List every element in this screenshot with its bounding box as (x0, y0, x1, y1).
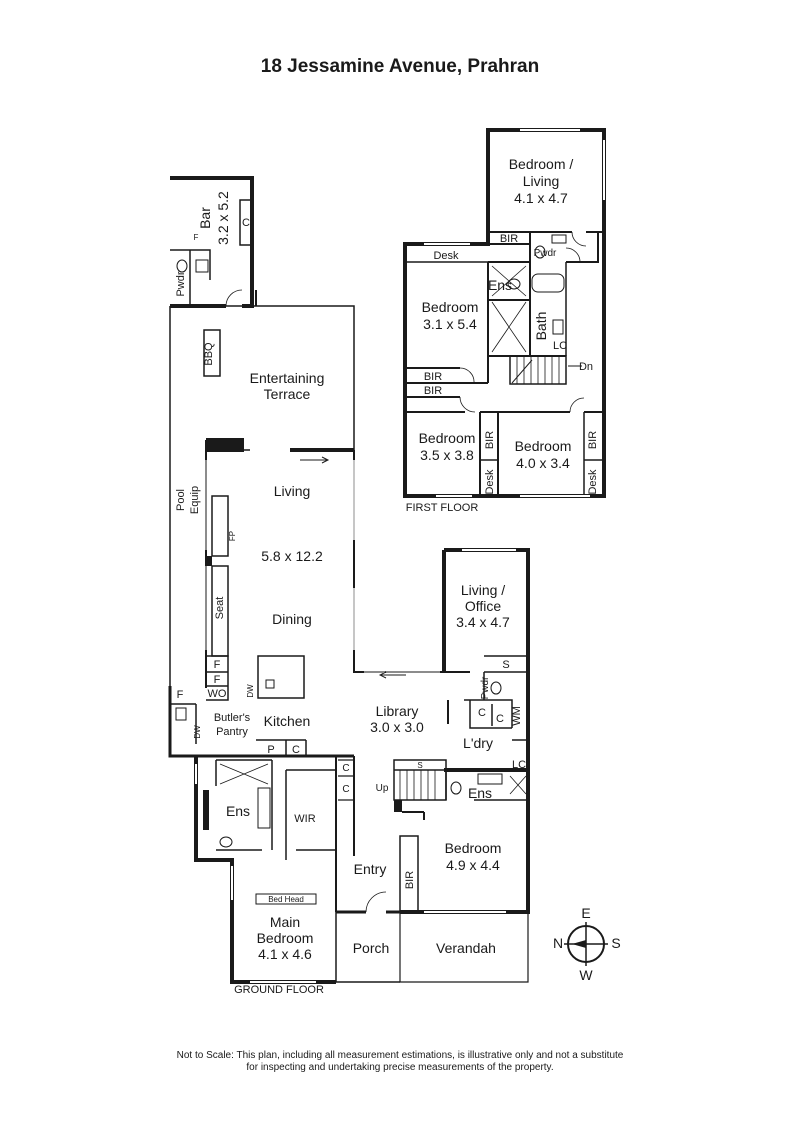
room-bedroom-b-label: Bedroom (419, 430, 476, 446)
entertaining-label: Entertaining (250, 370, 325, 386)
fridge-label-2: F (214, 674, 221, 686)
bar-cupboard-label: C (242, 217, 250, 229)
terrace-label: Terrace (264, 386, 311, 402)
first-floor (403, 128, 606, 498)
living-office-s-label: S (502, 659, 509, 671)
laundry-label: L'dry (463, 735, 493, 751)
ground-floor (168, 176, 582, 984)
bir-label-b: BIR (424, 385, 442, 397)
pantry-c-label: C (292, 744, 300, 756)
disclaimer-line-2: for inspecting and undertaking precise m… (246, 1062, 554, 1073)
bath-label: Bath (533, 312, 549, 341)
bedroom-ground-size: 4.9 x 4.4 (446, 857, 500, 873)
wall-oven-label: WO (208, 688, 227, 700)
room-bedroom-living-size: 4.1 x 4.7 (514, 190, 568, 206)
lc-ground-label: LC (512, 759, 526, 771)
ens-ground-left-label: Ens (226, 803, 250, 819)
seat-label: Seat (214, 597, 226, 620)
living-office-label-2: Office (465, 598, 502, 614)
living-label: Living (274, 483, 311, 499)
living-office-size: 3.4 x 4.7 (456, 614, 510, 630)
compass-south: S (611, 935, 620, 951)
up-label: Up (376, 783, 389, 794)
pwdr-upper-label: Pwdr (534, 248, 557, 259)
lc-upper-label: LC (553, 340, 567, 352)
room-bedroom-c-size: 4.0 x 3.4 (516, 455, 570, 471)
equip-label: Equip (189, 486, 201, 514)
kitchen-label: Kitchen (264, 713, 311, 729)
laundry-c-label-1: C (478, 707, 486, 719)
wir-c-label-1: C (342, 763, 349, 774)
dn-label: Dn (579, 361, 593, 373)
dining-label: Dining (272, 611, 312, 627)
washing-machine-label: WM (511, 706, 523, 726)
pantry-dw-label: DW (193, 725, 202, 739)
verandah-label: Verandah (436, 940, 496, 956)
fireplace-label: FP (228, 531, 237, 541)
ens-ground-right-label: Ens (468, 785, 492, 801)
desk-label-c: Desk (587, 469, 599, 495)
desk-label-b: Desk (484, 469, 496, 495)
porch-label: Porch (353, 940, 390, 956)
bir-label-a: BIR (424, 371, 442, 383)
pwdr-bar-label: Pwdr (175, 271, 187, 296)
living-office-label: Living / (461, 582, 505, 598)
desk-label-upper: Desk (433, 250, 459, 262)
bir-label-d: BIR (587, 431, 599, 449)
dishwasher-label: DW (246, 684, 255, 698)
bir-ground-label: BIR (404, 871, 416, 889)
ens-upper-label: Ens (488, 277, 512, 293)
fridge-label-1: F (214, 659, 221, 671)
wir-c-label-2: C (342, 784, 349, 795)
compass-east: E (581, 905, 590, 921)
floor-plan-drawing: E N S W Bedroom / Living 4.1 x 4.7 BIR P… (168, 128, 621, 996)
bar-label: Bar (197, 207, 213, 229)
pool-label: Pool (175, 489, 187, 511)
main-bedroom-size: 4.1 x 4.6 (258, 946, 312, 962)
laundry-c-label-2: C (496, 713, 504, 725)
first-floor-label: FIRST FLOOR (406, 502, 479, 514)
wir-label: WIR (294, 813, 315, 825)
compass-rose: E N S W (553, 905, 621, 983)
butlers-label: Butler's (214, 712, 251, 724)
room-bedroom-living-label-2: Living (523, 173, 560, 189)
room-bedroom-a-size: 3.1 x 5.4 (423, 316, 477, 332)
library-size: 3.0 x 3.0 (370, 719, 424, 735)
compass-west: W (579, 967, 593, 983)
disclaimer-line-1: Not to Scale: This plan, including all m… (176, 1050, 624, 1061)
property-title: 18 Jessamine Avenue, Prahran (260, 56, 540, 77)
stair-s-label: S (417, 761, 422, 770)
compass-north: N (553, 935, 563, 951)
pwdr-ground-label: Pwdr (480, 676, 491, 699)
room-bedroom-c-label: Bedroom (515, 438, 572, 454)
main-bedroom-label: Main (270, 914, 300, 930)
bar-fridge-label: F (194, 233, 199, 242)
disclaimer: Not to Scale: This plan, including all m… (0, 1050, 800, 1074)
pantry-fridge-label: F (177, 689, 184, 701)
ground-floor-label: GROUND FLOOR (234, 984, 324, 996)
room-bedroom-b-size: 3.5 x 3.8 (420, 447, 474, 463)
room-labels: Bedroom / Living 4.1 x 4.7 BIR Pwdr Desk… (175, 156, 599, 996)
library-label: Library (376, 703, 419, 719)
room-bedroom-a-label: Bedroom (422, 299, 479, 315)
bir-label-c: BIR (484, 431, 496, 449)
pantry-p-label: P (267, 744, 274, 756)
bar-size: 3.2 x 5.2 (215, 191, 231, 245)
room-bedroom-living-label: Bedroom / (509, 156, 574, 172)
bir-label-upper: BIR (500, 233, 518, 245)
main-bedroom-label-2: Bedroom (257, 930, 314, 946)
pantry-label: Pantry (216, 726, 248, 738)
bedroom-ground-label: Bedroom (445, 840, 502, 856)
bed-head-label: Bed Head (268, 895, 304, 904)
bbq-label: BBQ (203, 342, 215, 366)
entry-label: Entry (354, 861, 387, 877)
living-size: 5.8 x 12.2 (261, 548, 323, 564)
